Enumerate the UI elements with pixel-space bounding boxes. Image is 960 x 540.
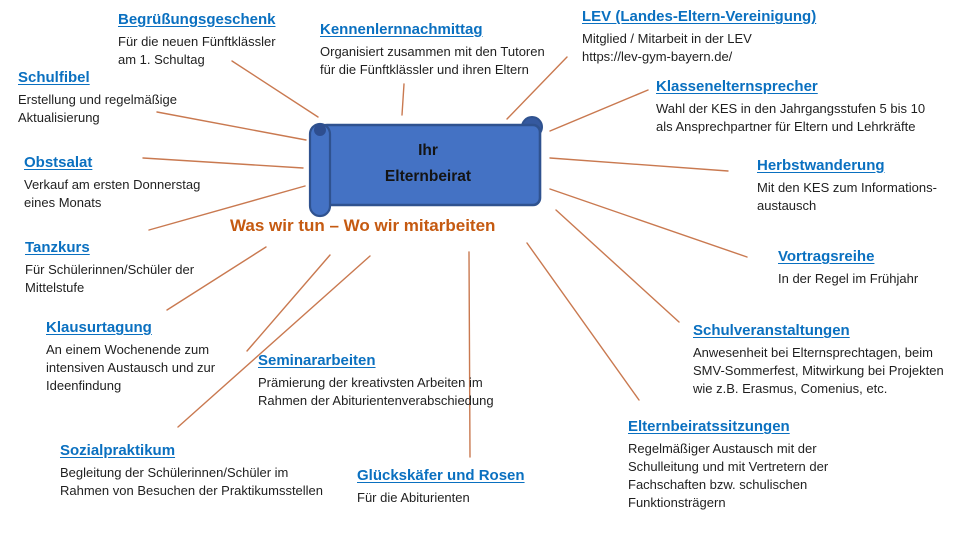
topic-kennenlernnachmittag-heading[interactable]: Kennenlernnachmittag [320, 21, 483, 38]
connector-schulveranstaltungen [555, 209, 680, 323]
topic-klausurtagung-heading[interactable]: Klausurtagung [46, 319, 152, 336]
connector-klausurtagung [166, 246, 267, 311]
topic-elternbeiratssitzungen-body: Regelmäßiger Austausch mit der Schulleit… [628, 441, 829, 510]
topic-klassenelternsprecher-heading[interactable]: Klassenelternsprecher [656, 78, 818, 95]
topic-sozialpraktikum: Sozialpraktikum Begleitung der Schülerin… [60, 441, 323, 500]
topic-vortragsreihe-heading[interactable]: Vortragsreihe [778, 248, 875, 265]
topic-klausurtagung: Klausurtagung An einem Wochenende zum in… [46, 318, 215, 395]
topic-klausurtagung-body: An einem Wochenende zum intensiven Austa… [46, 342, 216, 393]
topic-kennenlernnachmittag-body: Organisiert zusammen mit den Tutoren für… [320, 44, 545, 77]
topic-lev-heading[interactable]: LEV (Landes-Eltern-Vereinigung) [582, 8, 817, 25]
topic-lev: LEV (Landes-Eltern-Vereinigung) Mitglied… [582, 7, 816, 66]
slide-subtitle: Was wir tun – Wo wir mitarbeiten [230, 216, 496, 235]
topic-klassenelternsprecher: Klassenelternsprecher Wahl der KES in de… [656, 77, 925, 136]
topic-glueckskaefer-heading[interactable]: Glückskäfer und Rosen [357, 467, 525, 484]
connector-klassenelternsprecher [549, 89, 649, 132]
topic-elternbeiratssitzungen-heading[interactable]: Elternbeiratssitzungen [628, 418, 790, 435]
topic-seminararbeiten-body: Prämierung der kreativsten Arbeiten im R… [258, 375, 494, 408]
topic-schulfibel-heading[interactable]: Schulfibel [18, 69, 90, 86]
topic-glueckskaefer-body: Für die Abiturienten [357, 490, 470, 505]
topic-vortragsreihe-body: In der Regel im Frühjahr [778, 271, 919, 286]
scroll-banner-shape [308, 116, 543, 218]
connector-schulfibel [156, 111, 307, 141]
topic-schulveranstaltungen-heading[interactable]: Schulveranstaltungen [693, 322, 850, 339]
topic-begruessungsgeschenk-body: Für die neuen Fünftklässler am 1. Schult… [118, 34, 276, 67]
topic-obstsalat-body: Verkauf am ersten Donnerstag eines Monat… [24, 177, 201, 210]
topic-tanzkurs-body: Für Schülerinnen/Schüler der Mittelstufe [25, 262, 195, 295]
connector-lev [506, 56, 568, 120]
center-title: Ihr Elternbeirat [384, 142, 472, 185]
scroll-curl-shadow [314, 124, 326, 136]
connector-obstsalat [142, 157, 304, 169]
topic-begruessungsgeschenk: Begrüßungsgeschenk Für die neuen Fünftkl… [118, 10, 276, 69]
topic-begruessungsgeschenk-heading[interactable]: Begrüßungsgeschenk [118, 11, 276, 28]
topic-kennenlernnachmittag: Kennenlernnachmittag Organisiert zusamme… [320, 20, 545, 79]
topic-tanzkurs: Tanzkurs Für Schülerinnen/Schüler der Mi… [25, 238, 194, 297]
topic-sozialpraktikum-heading[interactable]: Sozialpraktikum [60, 442, 176, 459]
connector-kennenlernnachmittag [401, 83, 405, 116]
topic-obstsalat: Obstsalat Verkauf am ersten Donnerstag e… [24, 153, 200, 212]
topic-lev-body: Mitglied / Mitarbeit in der LEV https://… [582, 31, 752, 64]
topic-vortragsreihe: Vortragsreihe In der Regel im Frühjahr [778, 247, 918, 288]
connector-elternbeiratssitzungen [526, 242, 640, 401]
connector-glueckskaefer [468, 251, 471, 458]
topic-seminararbeiten-heading[interactable]: Seminararbeiten [258, 352, 376, 369]
topic-glueckskaefer: Glückskäfer und Rosen Für die Abiturient… [357, 466, 525, 507]
connector-seminararbeiten [246, 254, 331, 352]
topic-sozialpraktikum-body: Begleitung der Schülerinnen/Schüler im R… [60, 465, 324, 498]
topic-herbstwanderung-body: Mit den KES zum Informations- austausch [757, 180, 937, 213]
connector-sozialpraktikum [177, 255, 371, 428]
topic-seminararbeiten: Seminararbeiten Prämierung der kreativst… [258, 351, 494, 410]
topic-herbstwanderung: Herbstwanderung Mit den KES zum Informat… [757, 156, 937, 215]
topic-klassenelternsprecher-body: Wahl der KES in den Jahrgangsstufen 5 bi… [656, 101, 926, 134]
topic-schulfibel: Schulfibel Erstellung und regelmäßige Ak… [18, 68, 177, 127]
connector-vortragsreihe [549, 188, 748, 258]
topic-schulfibel-body: Erstellung und regelmäßige Aktualisierun… [18, 92, 177, 125]
topic-schulveranstaltungen-body: Anwesenheit bei Elternsprechtagen, beim … [693, 345, 944, 396]
topic-schulveranstaltungen: Schulveranstaltungen Anwesenheit bei Elt… [693, 321, 944, 398]
connector-herbstwanderung [549, 157, 729, 172]
topic-obstsalat-heading[interactable]: Obstsalat [24, 154, 93, 171]
topic-tanzkurs-heading[interactable]: Tanzkurs [25, 239, 90, 256]
topic-herbstwanderung-heading[interactable]: Herbstwanderung [757, 157, 885, 174]
connector-begruessungsgeschenk [231, 60, 319, 118]
connector-tanzkurs [148, 185, 306, 231]
topic-elternbeiratssitzungen: Elternbeiratssitzungen Regelmäßiger Aust… [628, 417, 828, 512]
